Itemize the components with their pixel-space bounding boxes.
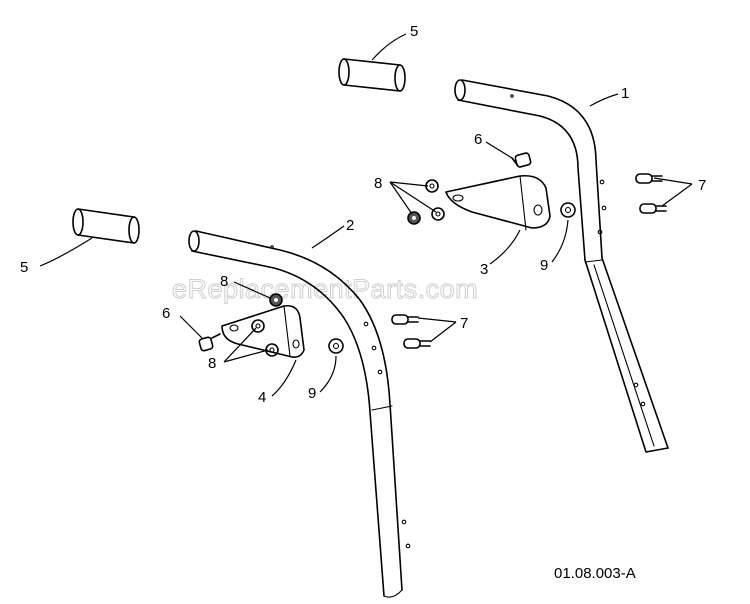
- bolt-6-upper: [511, 152, 532, 168]
- nuts-washers-8-lower: [251, 293, 283, 357]
- callout-7-right: 7: [698, 177, 706, 194]
- handle-right: [454, 79, 669, 453]
- callout-3: 3: [480, 261, 488, 278]
- callout-1: 1: [621, 85, 629, 102]
- bolt-6-lower: [198, 333, 221, 352]
- grip-lower: [72, 208, 140, 244]
- callout-8-upper: 8: [374, 175, 382, 192]
- washer-9-left: [328, 338, 344, 354]
- callout-8-middle: 8: [220, 273, 228, 290]
- callout-2: 2: [346, 217, 354, 234]
- drawing-code: 01.08.003-A: [554, 565, 636, 582]
- bracket-3: [445, 174, 551, 231]
- bolts-7-center: [391, 314, 431, 349]
- grip-upper: [338, 58, 406, 92]
- handle-left: [188, 230, 411, 598]
- callout-8-lower: 8: [208, 355, 216, 372]
- callout-5-lower: 5: [20, 259, 28, 276]
- washer-9-right: [560, 202, 576, 218]
- nuts-washers-8-upper: [407, 179, 445, 225]
- callout-4: 4: [258, 389, 266, 406]
- callout-9-left: 9: [308, 385, 316, 402]
- watermark: eReplacementParts.com: [172, 274, 478, 304]
- bracket-4: [221, 304, 305, 358]
- leader-lines: [39, 33, 693, 397]
- callout-7-center: 7: [460, 315, 468, 332]
- callout-6-upper: 6: [474, 131, 482, 148]
- bolts-7-right: [635, 173, 667, 214]
- callout-5-upper: 5: [410, 23, 418, 40]
- callout-9-right: 9: [540, 257, 548, 274]
- callout-6-lower: 6: [162, 305, 170, 322]
